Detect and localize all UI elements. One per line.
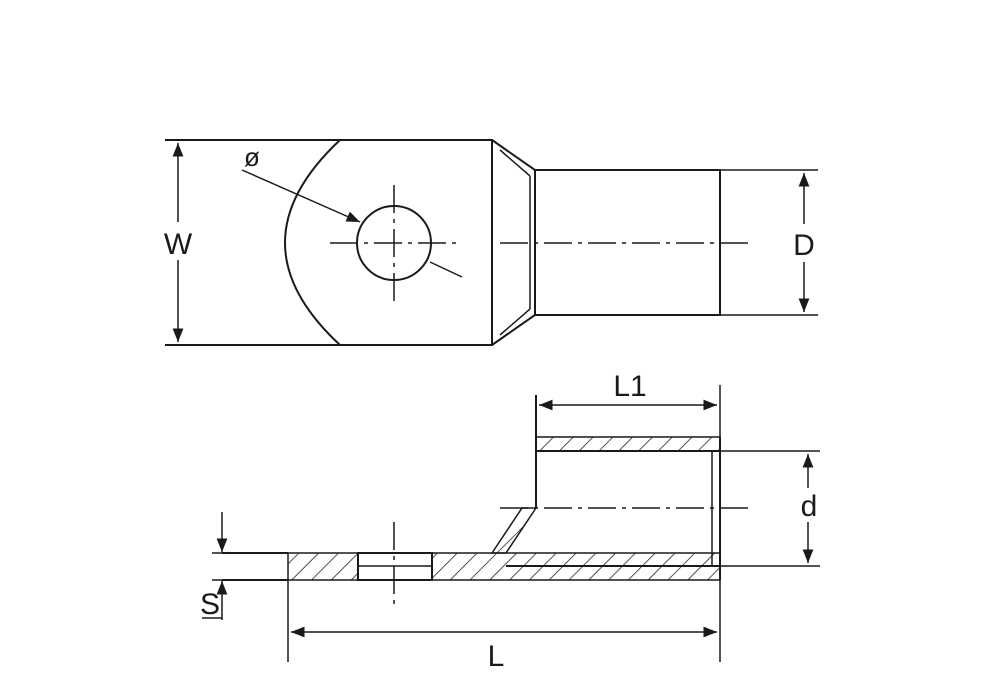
neck-inner-top <box>499 149 531 177</box>
palm-arc <box>284 139 341 346</box>
label-w: W <box>164 228 193 261</box>
neck-inner-bottom <box>499 308 531 336</box>
label-D: D <box>793 229 815 262</box>
palm-outline <box>165 139 493 346</box>
label-L: L <box>488 640 505 673</box>
barrel-wall-top <box>535 436 721 452</box>
side-view: L1 d S L <box>200 370 826 673</box>
diameter-leader-out <box>429 261 463 278</box>
label-S: S <box>200 588 220 621</box>
label-d: d <box>801 490 818 523</box>
diameter-leader <box>241 169 361 223</box>
pad-section-left <box>287 552 359 581</box>
top-view: W ø D <box>158 139 824 346</box>
label-diameter: ø <box>244 142 260 172</box>
ramp-section <box>490 507 538 554</box>
label-L1: L1 <box>613 370 646 403</box>
